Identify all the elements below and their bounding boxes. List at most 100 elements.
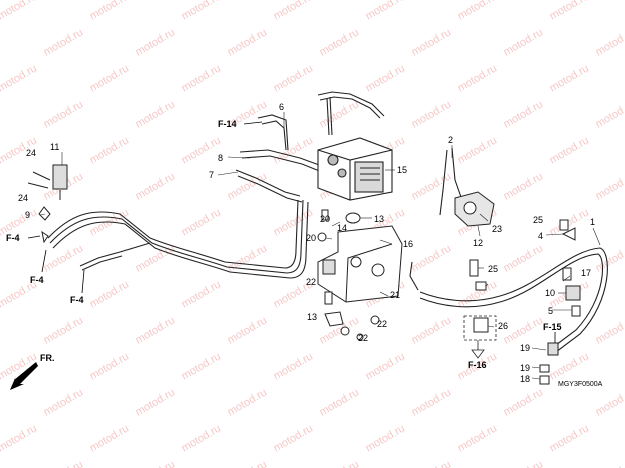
ref-f16: F-16 xyxy=(468,360,487,370)
callout-13b: 13 xyxy=(307,312,317,322)
watermark-text: motod.ru xyxy=(42,314,86,346)
callout-5: 5 xyxy=(548,306,553,316)
watermark-text: motod.ru xyxy=(548,134,592,166)
watermark-text: motod.ru xyxy=(180,278,224,310)
watermark-text: motod.ru xyxy=(134,242,178,274)
svg-text:FR.: FR. xyxy=(40,353,55,363)
watermark-text: motod.ru xyxy=(594,26,625,58)
callout-24b: 24 xyxy=(18,193,28,203)
watermark-text: motod.ru xyxy=(226,26,270,58)
watermark-text: motod.ru xyxy=(88,0,132,23)
watermark-text: motod.ru xyxy=(456,134,500,166)
part-callouts: 1 2 4 5 6 7 8 9 10 11 12 13 13 14 15 16 … xyxy=(18,102,595,384)
watermark-text: motod.ru xyxy=(364,350,408,382)
watermark-text: motod.ru xyxy=(180,0,224,23)
callout-20b: 20 xyxy=(306,233,316,243)
watermark-text: motod.ru xyxy=(594,386,625,418)
callout-12: 12 xyxy=(473,238,483,248)
watermark-text: motod.ru xyxy=(88,422,132,454)
ref-f14: F-14 xyxy=(218,119,237,129)
watermark-text: motod.ru xyxy=(456,62,500,94)
watermark-text: motod.ru xyxy=(502,26,546,58)
watermark-text: motod.ru xyxy=(0,0,39,23)
watermark-text: motod.ru xyxy=(88,278,132,310)
watermark-text: motod.ru xyxy=(272,0,316,23)
watermark-text: motod.ru xyxy=(364,62,408,94)
callout-7: 7 xyxy=(209,170,214,180)
callout-20a: 20 xyxy=(320,214,330,224)
watermark-text: motod.ru xyxy=(594,242,625,274)
watermark-text: motod.ru xyxy=(410,314,454,346)
callout-13a: 13 xyxy=(374,214,384,224)
callout-23: 23 xyxy=(492,224,502,234)
watermark-text: motod.ru xyxy=(410,170,454,202)
rear-joint xyxy=(454,191,495,227)
watermark-text: motod.ru xyxy=(410,458,454,468)
callout-14: 14 xyxy=(337,223,347,233)
ref-f4b: F-4 xyxy=(30,275,44,285)
callout-15: 15 xyxy=(397,165,407,175)
small-fittings xyxy=(38,206,581,385)
watermark-text: motod.ru xyxy=(88,134,132,166)
watermark-text: motod.ru xyxy=(0,62,39,94)
callout-8: 8 xyxy=(218,153,223,163)
watermark-text: motod.ru xyxy=(318,458,362,468)
watermark-text: motod.ru xyxy=(88,62,132,94)
callout-9: 9 xyxy=(25,210,30,220)
watermark-text: motod.ru xyxy=(502,386,546,418)
abs-modulator xyxy=(317,137,393,201)
watermark-text: motod.ru xyxy=(0,422,39,454)
callout-1: 1 xyxy=(590,217,595,227)
watermark-text: motod.ru xyxy=(364,0,408,23)
watermark-text: motod.ru xyxy=(226,458,270,468)
watermark-text: motod.ru xyxy=(502,170,546,202)
watermark-text: motod.ru xyxy=(594,170,625,202)
f16-detail xyxy=(463,315,497,359)
watermark-text: motod.ru xyxy=(134,26,178,58)
watermark-text: motod.ru xyxy=(134,170,178,202)
callout-2: 2 xyxy=(448,135,453,145)
callout-21: 21 xyxy=(390,290,400,300)
ref-f15: F-15 xyxy=(543,322,562,332)
watermark-text: motod.ru xyxy=(180,422,224,454)
ref-f4c: F-4 xyxy=(70,295,84,305)
diagram-code: MGY3F0500A xyxy=(558,381,603,388)
callout-22b: 22 xyxy=(377,319,387,329)
watermark-text: motod.ru xyxy=(180,350,224,382)
watermark-text: motod.ru xyxy=(318,98,362,130)
watermark-text: motod.ru xyxy=(134,386,178,418)
front-joint xyxy=(27,164,68,200)
watermark-text: motod.ru xyxy=(42,458,86,468)
watermark-text: motod.ru xyxy=(134,98,178,130)
watermark-text: motod.ru xyxy=(42,98,86,130)
callout-11: 11 xyxy=(50,142,59,152)
watermark-text: motod.ru xyxy=(318,386,362,418)
callout-4: 4 xyxy=(538,231,543,241)
watermark-text: motod.ru xyxy=(134,314,178,346)
watermark-text: motod.ru xyxy=(410,98,454,130)
watermark-text: motod.ru xyxy=(226,242,270,274)
watermark-text: motod.ru xyxy=(42,242,86,274)
callout-24a: 24 xyxy=(26,148,36,158)
watermark-text: motod.ru xyxy=(272,350,316,382)
watermark-text: motod.ru xyxy=(410,386,454,418)
modulator-bracket xyxy=(317,225,403,303)
callout-26: 26 xyxy=(498,321,508,331)
watermark-text: motod.ru xyxy=(42,386,86,418)
brake-pipes xyxy=(47,91,608,353)
watermark-text: motod.ru xyxy=(272,62,316,94)
watermark-text: motod.ru xyxy=(226,386,270,418)
watermark-text: motod.ru xyxy=(226,314,270,346)
watermark-text: motod.ru xyxy=(502,98,546,130)
callout-6: 6 xyxy=(279,102,284,112)
callout-16: 16 xyxy=(403,239,413,249)
callout-10: 10 xyxy=(545,288,555,298)
callout-18: 18 xyxy=(520,374,530,384)
watermark-text: motod.ru xyxy=(88,350,132,382)
callout-25a: 25 xyxy=(533,215,543,225)
callout-19b: 19 xyxy=(520,363,530,373)
watermark-text: motod.ru xyxy=(180,62,224,94)
watermark-text: motod.ru xyxy=(410,26,454,58)
ref-f4a: F-4 xyxy=(6,233,20,243)
